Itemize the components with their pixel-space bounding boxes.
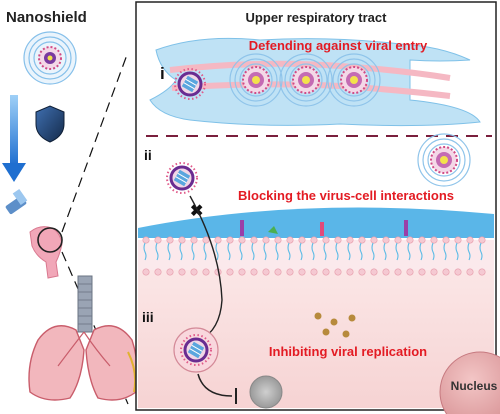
inhibition-arrow [197, 373, 233, 397]
section-ii-caption: Blocking the virus-cell interactions [238, 188, 454, 203]
section-i-caption: Defending against viral entry [249, 38, 428, 53]
section-ii-numeral: ii [144, 147, 152, 163]
shield-icon [35, 105, 65, 143]
nucleus-label: Nucleus [451, 379, 498, 393]
right-panel-title: Upper respiratory tract [246, 10, 388, 25]
spray-inhaler-icon [5, 188, 28, 215]
released-particles [314, 312, 356, 338]
section-iii-caption: Inhibiting viral replication [269, 344, 427, 359]
cell-membrane [138, 220, 494, 276]
blocked-replication-icon [249, 375, 283, 409]
airway-head-icon [29, 226, 63, 279]
section-iii-numeral: iii [142, 309, 154, 325]
section-i-numeral: i [160, 64, 165, 83]
entry-path-arrow [189, 195, 223, 341]
nanoshield-particle [23, 31, 77, 85]
endosome-with-virus [173, 327, 219, 373]
zoom-line-top [61, 51, 129, 233]
left-panel-title: Nanoshield [6, 9, 87, 26]
zoom-line-bottom [61, 251, 129, 405]
lungs [28, 325, 139, 401]
trachea [77, 275, 93, 333]
section-i-illustration [149, 37, 481, 127]
nucleus [439, 351, 500, 414]
down-arrow-icon [2, 95, 26, 182]
